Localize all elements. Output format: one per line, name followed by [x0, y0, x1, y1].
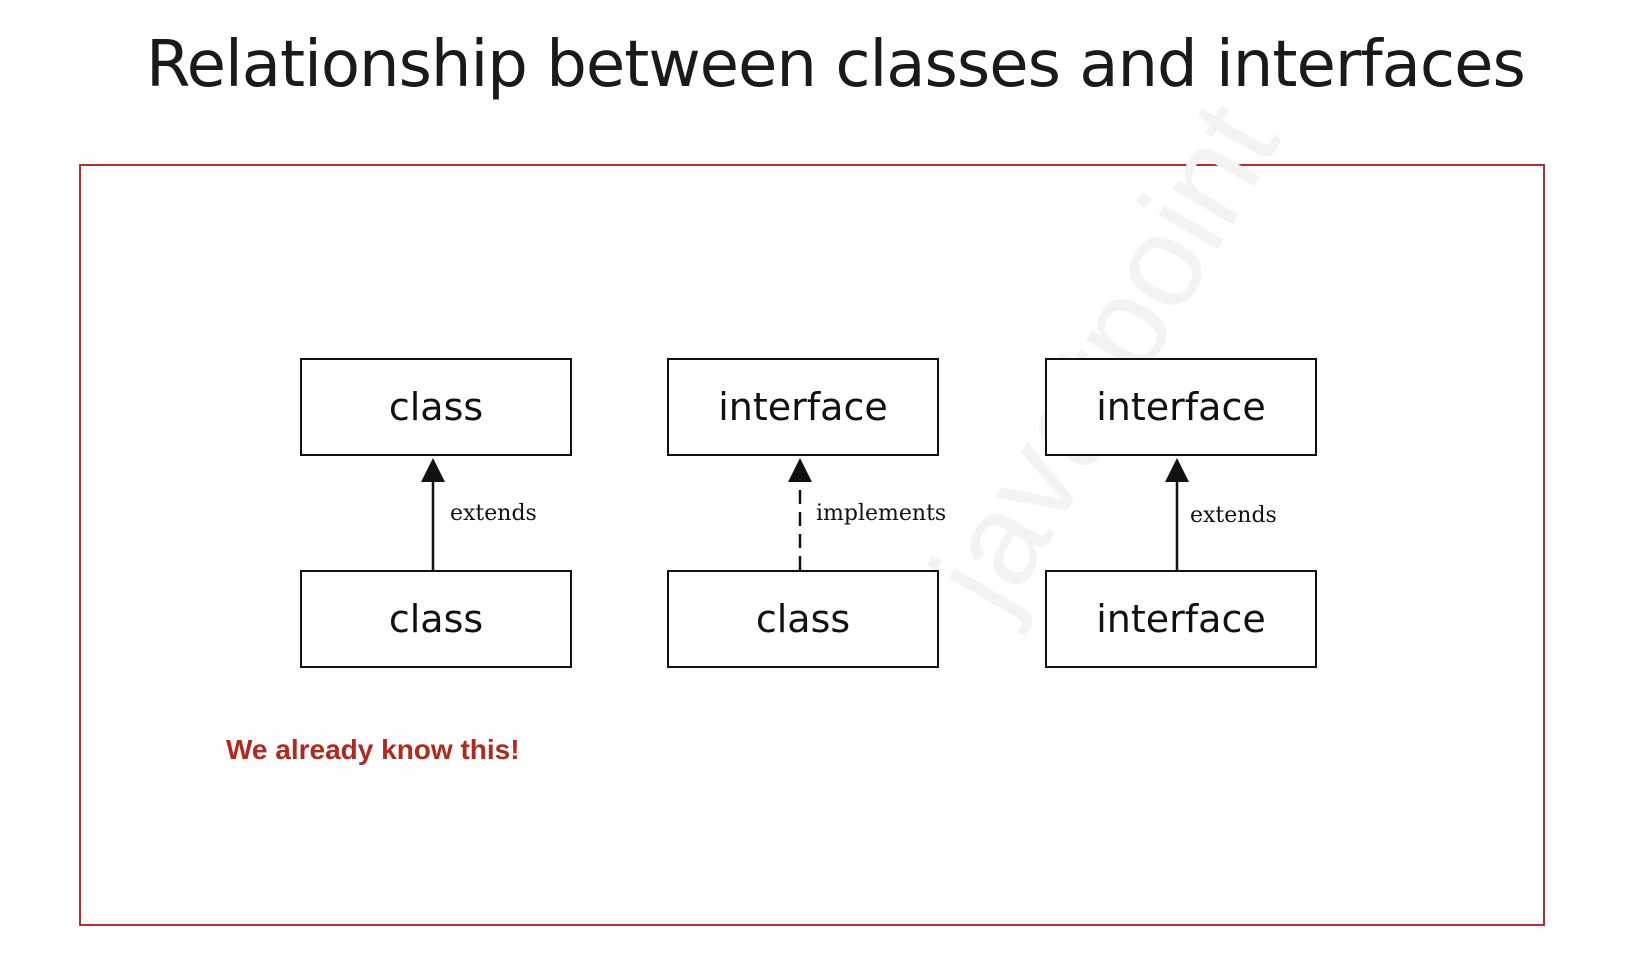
arrowhead-1	[421, 458, 445, 482]
child-interface-box-3: interface	[1045, 570, 1317, 668]
parent-class-box-1: class	[300, 358, 572, 456]
parent-interface-box-2: interface	[667, 358, 939, 456]
child-class-box-2: class	[667, 570, 939, 668]
diagram-frame	[79, 164, 1545, 926]
extends-label-1: extends	[450, 501, 537, 526]
extends-label-2: extends	[1190, 503, 1277, 528]
note-text: We already know this!	[226, 734, 520, 765]
implements-label: implements	[816, 501, 947, 526]
parent-interface-box-3: interface	[1045, 358, 1317, 456]
slide-title: Relationship between classes and interfa…	[146, 28, 1526, 102]
arrowhead-2	[788, 458, 812, 482]
arrowhead-3	[1165, 458, 1189, 482]
child-class-box-1: class	[300, 570, 572, 668]
